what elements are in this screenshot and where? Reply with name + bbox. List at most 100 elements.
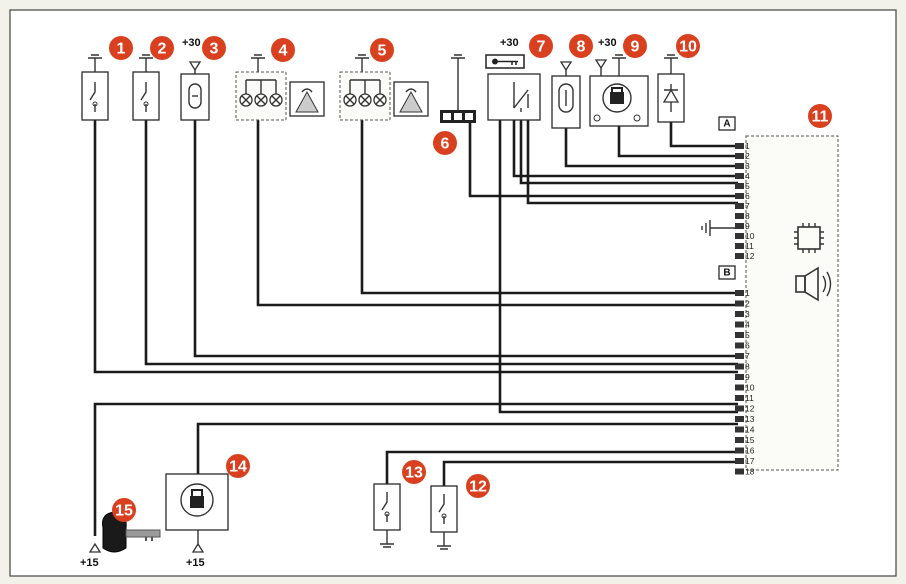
connector-b-pin: 3	[735, 309, 750, 319]
callout-13: 13	[402, 460, 426, 484]
connector-a-pin: 9	[735, 221, 750, 231]
connector-b-pin: 2	[735, 299, 750, 309]
connector-b-pin-label: 3	[745, 309, 750, 319]
connector-a-pin-label: 2	[745, 151, 750, 161]
supply-label-15: +15	[80, 557, 99, 569]
switch-icon	[140, 82, 149, 112]
connector-b-pin: 13	[735, 414, 755, 424]
callout-14: 14	[226, 454, 250, 478]
connector-b-pin: 15	[735, 435, 755, 445]
connector-b-pin: 8	[735, 362, 750, 372]
connector-b-pin-label: 10	[745, 383, 755, 393]
callout-number: 5	[378, 43, 387, 60]
connector-b-pin-label: 15	[745, 435, 755, 445]
shock-sensor-icon	[558, 83, 574, 113]
ground-icon	[355, 54, 369, 72]
component-8-sensor	[551, 61, 581, 129]
connector-b-pin: 6	[735, 341, 750, 351]
callout-number: 12	[469, 479, 487, 496]
connector-a-pin: 12	[735, 251, 755, 261]
connector-a-pin: 7	[735, 201, 750, 211]
relay-icon	[393, 81, 429, 117]
switch-icon	[89, 82, 98, 112]
ground-icon	[251, 54, 265, 72]
connector-a-pin: 1	[735, 141, 750, 151]
callout-4: 4	[271, 38, 295, 62]
connector-a-pin: 8	[735, 211, 750, 221]
connector-b-pin: 11	[735, 393, 754, 403]
component-14-lock-actuator: +15	[165, 473, 229, 569]
connector-b-pin: 10	[735, 383, 755, 393]
supply-label-7: +30	[500, 37, 519, 49]
door-lock-icon	[180, 483, 214, 517]
connector-b-pin-label: 18	[745, 467, 755, 477]
connector-a-pin: 6	[735, 191, 750, 201]
supply-label-3: +30	[182, 37, 201, 49]
connector-b-pin-label: 7	[745, 351, 750, 361]
connector-a-pin: 2	[735, 151, 750, 161]
supply-label-9: +30	[598, 37, 617, 49]
connector-b-pin-label: 1	[745, 288, 750, 298]
callout-number: 1	[117, 41, 126, 58]
connector-b-pin-label: 11	[745, 393, 754, 403]
callout-number: 14	[229, 459, 247, 476]
ground-icon	[664, 54, 678, 74]
switch-icon	[438, 494, 447, 524]
wires	[93, 116, 738, 536]
component-15-ignition: +15	[80, 511, 161, 569]
microchip-icon	[794, 223, 824, 253]
connector-b-pin-label: 14	[745, 425, 755, 435]
callout-number: 9	[631, 39, 640, 56]
component-4-indicator-lamps	[235, 54, 325, 121]
connector-a-pin-label: 5	[745, 181, 750, 191]
connector-b-pin-label: 2	[745, 299, 750, 309]
connector-a-pin: 3	[735, 161, 750, 171]
bulb-icon	[188, 83, 202, 109]
connector-a-pin: 4	[735, 171, 750, 181]
callout-5: 5	[370, 38, 394, 62]
callout-number: 2	[158, 41, 167, 58]
connector-a-pin-label: 7	[745, 201, 750, 211]
connector-b-pin-label: 8	[745, 362, 750, 372]
connector-a-pin-label: 8	[745, 211, 750, 221]
connector-a-pin-label: 11	[745, 241, 754, 251]
connector-b-label: B	[723, 268, 730, 279]
callout-7: 7	[529, 34, 553, 58]
callout-15: 15	[112, 498, 136, 522]
connector-a-pin-label: 1	[745, 141, 750, 151]
callout-number: 6	[441, 136, 450, 153]
ground-icon	[701, 220, 711, 236]
component-2-switch	[132, 54, 160, 121]
connector-a-pin-label: 4	[745, 171, 750, 181]
connector-b-pin: 5	[735, 330, 750, 340]
key-icon	[485, 54, 525, 69]
connector-b-pin-label: 16	[745, 446, 755, 456]
callout-number: 15	[115, 503, 133, 520]
callout-12: 12	[466, 474, 490, 498]
component-5-indicator-lamps	[339, 54, 429, 121]
connector-a-pin-label: 10	[745, 231, 755, 241]
connector-b-pin: 7	[735, 351, 750, 361]
connector-a-pin: 10	[735, 231, 755, 241]
connector-b-pin: 9	[735, 372, 750, 382]
supply-label-14: +15	[186, 557, 205, 569]
connector-b-pin-label: 4	[745, 320, 750, 330]
ground-icon	[380, 530, 394, 548]
callout-1: 1	[109, 36, 133, 60]
callout-number: 4	[279, 43, 288, 60]
callout-10: 10	[676, 34, 700, 58]
connector-a-pin-label: 3	[745, 161, 750, 171]
connector-b-pin: 1	[735, 288, 750, 298]
callout-number: 13	[405, 465, 423, 482]
connector-b-pin: 18	[735, 467, 755, 477]
component-13-switch	[373, 483, 401, 548]
callout-number: 7	[537, 39, 546, 56]
connector-a-pin-label: 6	[745, 191, 750, 201]
ground-icon	[451, 54, 465, 110]
connector-b-pin: 14	[735, 425, 755, 435]
connector-b-pin-label: 17	[745, 456, 755, 466]
